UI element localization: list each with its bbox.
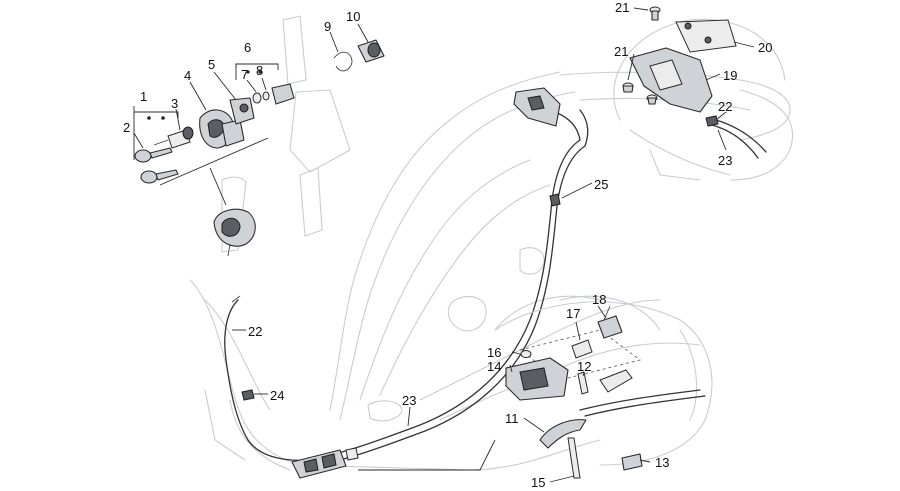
clip-part — [333, 51, 353, 72]
callout-11: 11 — [505, 411, 519, 426]
callout-23-right: 23 — [718, 153, 732, 168]
screw-icon — [649, 6, 661, 21]
callout-18: 18 — [592, 292, 606, 307]
callout-2: 2 — [123, 120, 130, 135]
callout-10: 10 — [346, 9, 360, 24]
callout-3: 3 — [171, 96, 178, 111]
callout-13: 13 — [655, 455, 669, 470]
washer-part — [252, 92, 262, 104]
cable-clamp-part — [549, 193, 561, 207]
screw-icon — [646, 94, 658, 105]
callout-4: 4 — [184, 68, 191, 83]
cable-23 — [299, 139, 581, 463]
callout-16: 16 — [487, 345, 501, 360]
callout-19: 19 — [723, 68, 737, 83]
lock-body-part — [229, 97, 255, 125]
hinge-part — [675, 19, 737, 53]
screw-icon — [622, 82, 634, 93]
callout-5: 5 — [208, 57, 215, 72]
leader-lines — [133, 7, 755, 483]
adjuster-part — [571, 339, 593, 359]
nut-part — [520, 350, 532, 358]
long-bolt-part — [567, 437, 581, 479]
callout-25: 25 — [594, 177, 608, 192]
callout-17: 17 — [566, 306, 580, 321]
callout-21-top: 21 — [615, 0, 629, 15]
callout-15: 15 — [531, 475, 545, 490]
lever-part — [539, 419, 587, 449]
callout-20: 20 — [758, 40, 772, 55]
detail-circle-top — [613, 18, 786, 121]
cable-tie-part — [241, 389, 255, 401]
callout-8: 8 — [256, 63, 263, 78]
callout-21-mid: 21 — [614, 44, 628, 59]
ignition-lock-group — [133, 39, 385, 257]
callout-9: 9 — [324, 19, 331, 34]
steering-lock-part — [357, 39, 385, 63]
callout-22-left: 22 — [248, 324, 262, 339]
lock-cover-part — [199, 109, 245, 149]
assembled-lock — [213, 208, 256, 257]
callout-12: 12 — [577, 359, 591, 374]
ring-part — [262, 91, 270, 101]
seat-latch-part — [513, 87, 561, 127]
callout-1: 1 — [140, 89, 147, 104]
callout-7: 7 — [241, 67, 248, 82]
detail-circle-bottom — [494, 301, 713, 466]
hinge-bracket-group — [622, 6, 737, 127]
lower-latch-part — [505, 357, 569, 401]
cables — [224, 109, 767, 469]
callout-24: 24 — [270, 388, 284, 403]
bolt-part — [577, 371, 589, 395]
callout-14: 14 — [487, 359, 501, 374]
cable-clip-part — [621, 453, 643, 471]
cylinder-part — [271, 83, 295, 105]
callout-23-bottom: 23 — [402, 393, 416, 408]
callout-22-right: 22 — [718, 99, 732, 114]
cable-junction-part — [291, 447, 359, 479]
callout-labels: 1 2 3 4 5 6 7 8 9 10 21 20 21 19 22 23 2… — [123, 0, 772, 490]
callout-6: 6 — [244, 40, 251, 55]
cable-22-left — [224, 299, 311, 461]
key-icon — [134, 147, 179, 184]
connector-part — [597, 315, 623, 339]
pin-part — [153, 139, 169, 146]
lower-latch-group — [505, 305, 643, 479]
